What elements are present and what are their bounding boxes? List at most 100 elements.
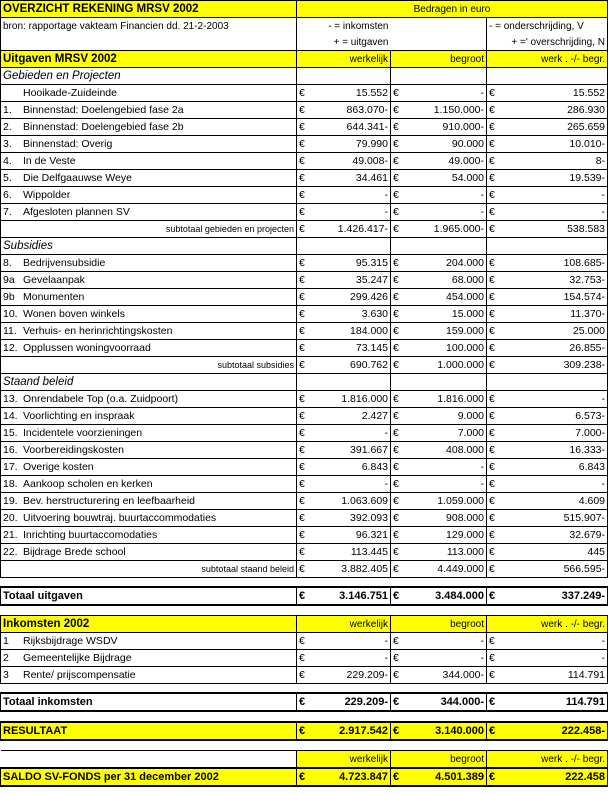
cell-verschil: €10.010- bbox=[485, 135, 608, 153]
value-werkelijk: 229.209- bbox=[346, 668, 388, 681]
row-text: Hooikade-Zuideinde bbox=[23, 86, 117, 99]
cell-werkelijk: €4.723.847 bbox=[296, 767, 391, 787]
value-begroot: - bbox=[480, 651, 485, 664]
column-header-verschil: werk . -/- begr. bbox=[485, 750, 608, 769]
uitgaven-title: Uitgaven MRSV 2002 bbox=[0, 50, 297, 68]
euro-sign: € bbox=[489, 651, 495, 664]
gebieden-row: 5.Die Delfgaauwse Weye€34.461€54.000€19.… bbox=[0, 169, 608, 187]
value-begroot: 4.449.000 bbox=[437, 562, 484, 575]
row-label: 6.Wippolder bbox=[0, 186, 297, 204]
cell-werkelijk: €2.917.542 bbox=[296, 721, 391, 741]
subsidies-row: 12.Opplussen woningvoorraad€73.145€100.0… bbox=[0, 339, 608, 357]
row-label: 13.Onrendabele Top (o.a. Zuidpoort) bbox=[0, 390, 297, 408]
subsidies-row: 8.Bedrijvensubsidie€95.315€204.000€108.6… bbox=[0, 254, 608, 272]
row-text: Afgesloten plannen SV bbox=[23, 205, 130, 218]
row-text: Rijksbijdrage WSDV bbox=[23, 634, 118, 647]
column-header-begroot: begroot bbox=[390, 615, 487, 633]
staand-row: 17.Overige kosten€6.843€-€6.843 bbox=[0, 458, 608, 476]
gebieden-row: 6.Wippolder€-€-€- bbox=[0, 186, 608, 204]
cell-werkelijk: €- bbox=[296, 424, 391, 442]
euro-sign: € bbox=[299, 494, 305, 507]
value-begroot: 15.000 bbox=[451, 307, 484, 320]
value-werkelijk: 2.427 bbox=[361, 409, 388, 422]
cell-begroot: €454.000 bbox=[390, 288, 487, 306]
euro-sign: € bbox=[393, 668, 399, 681]
column-header-werkelijk: werkelijk bbox=[296, 615, 391, 633]
column-header-begroot: begroot bbox=[390, 750, 487, 769]
cell-werkelijk: €15.552 bbox=[296, 84, 391, 102]
value-verschil: 10.010- bbox=[569, 137, 606, 150]
value-begroot: 49.000- bbox=[448, 154, 484, 167]
row-label: 12.Opplussen woningvoorraad bbox=[0, 339, 297, 357]
value-begroot: 3.140.000 bbox=[435, 724, 484, 737]
cell-verschil: €222.458- bbox=[485, 721, 608, 741]
euro-sign: € bbox=[299, 724, 306, 737]
column-header-verschil: werk . -/- begr. bbox=[485, 50, 608, 68]
euro-sign: € bbox=[299, 154, 305, 167]
value-werkelijk: - bbox=[384, 477, 389, 490]
row-text: Incidentele voorzieningen bbox=[23, 426, 143, 439]
row-label: 20.Uitvoering bouwtraj. buurtaccommodati… bbox=[0, 509, 297, 527]
value-begroot: 408.000 bbox=[446, 443, 484, 456]
value-verschil: 19.539- bbox=[569, 171, 606, 184]
row-number: 14. bbox=[3, 409, 18, 422]
staand-row: 22.Bijdrage Brede school€113.445€113.000… bbox=[0, 543, 608, 561]
value-verschil: 337.249- bbox=[561, 589, 606, 602]
euro-sign: € bbox=[393, 589, 400, 602]
cell-begroot: €910.000- bbox=[390, 118, 487, 136]
value-begroot: 113.000 bbox=[446, 545, 484, 558]
euro-sign: € bbox=[299, 341, 305, 354]
value-verschil: - bbox=[601, 188, 606, 201]
cell-verschil: €265.659 bbox=[485, 118, 608, 136]
staand-row: 19.Bev. herstructurering en leefbaarheid… bbox=[0, 492, 608, 510]
cell-werkelijk: €73.145 bbox=[296, 339, 391, 357]
cell-verschil: €- bbox=[485, 203, 608, 221]
cell-begroot: €1.000.000 bbox=[390, 356, 487, 374]
value-werkelijk: 2.917.542 bbox=[339, 724, 388, 737]
value-begroot: 159.000 bbox=[446, 324, 484, 337]
euro-sign: € bbox=[393, 307, 399, 320]
euro-sign: € bbox=[299, 511, 305, 524]
value-werkelijk: 690.762 bbox=[350, 358, 388, 371]
row-number: 9b bbox=[3, 290, 15, 303]
cell-werkelijk: €- bbox=[296, 203, 391, 221]
resultaat-label: RESULTAAT bbox=[0, 721, 297, 741]
cell-begroot: €- bbox=[390, 186, 487, 204]
value-begroot: 90.000 bbox=[451, 137, 484, 150]
euro-sign: € bbox=[489, 188, 495, 201]
value-werkelijk: 113.445 bbox=[350, 545, 388, 558]
cell-werkelijk: €34.461 bbox=[296, 169, 391, 187]
euro-sign: € bbox=[489, 341, 495, 354]
cell-begroot: €344.000- bbox=[390, 666, 487, 684]
cell-verschil: €16.333- bbox=[485, 441, 608, 459]
cell-verschil: €8- bbox=[485, 152, 608, 170]
value-verschil: - bbox=[601, 651, 606, 664]
value-verschil: - bbox=[601, 477, 606, 490]
value-begroot: 1.000.000 bbox=[437, 358, 484, 371]
totaal-uitgaven-label: Totaal uitgaven bbox=[0, 586, 297, 606]
row-text: Binnenstad: Overig bbox=[23, 137, 113, 150]
value-verschil: 114.791 bbox=[567, 668, 606, 681]
euro-sign: € bbox=[299, 324, 305, 337]
cell-begroot: €344.000- bbox=[390, 692, 487, 712]
value-begroot: 9.000 bbox=[457, 409, 484, 422]
row-label: 2.Binnenstad: Doelengebied fase 2b bbox=[0, 118, 297, 136]
cell-begroot: €159.000 bbox=[390, 322, 487, 340]
euro-sign: € bbox=[393, 256, 399, 269]
euro-sign: € bbox=[299, 86, 305, 99]
value-werkelijk: 4.723.847 bbox=[339, 770, 388, 783]
value-werkelijk: 96.321 bbox=[355, 528, 388, 541]
cell-verschil: €108.685- bbox=[485, 254, 608, 272]
row-text: Voorbereidingskosten bbox=[23, 443, 124, 456]
euro-sign: € bbox=[489, 511, 495, 524]
staand-row: 15.Incidentele voorzieningen€-€7.000€7.0… bbox=[0, 424, 608, 442]
euro-sign: € bbox=[299, 392, 305, 405]
value-begroot: 129.000 bbox=[446, 528, 484, 541]
row-label: 8.Bedrijvensubsidie bbox=[0, 254, 297, 272]
cell-verschil: €- bbox=[485, 390, 608, 408]
saldo: SALDO SV-FONDS per 31 december 2002€4.72… bbox=[0, 767, 608, 787]
